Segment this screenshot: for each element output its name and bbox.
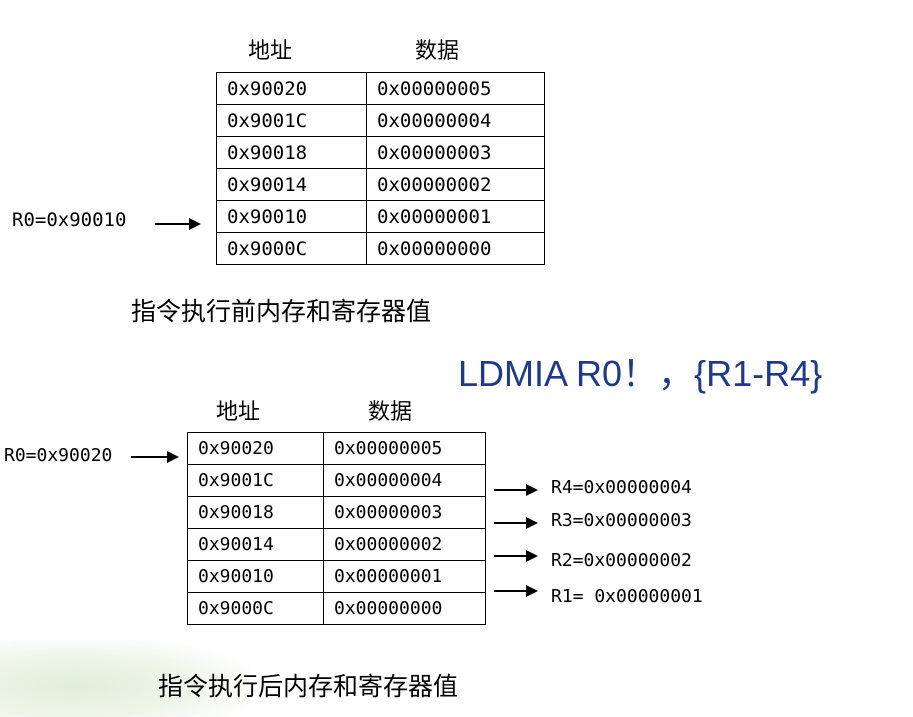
bottom-pointer-arrow — [131, 451, 179, 463]
addr-cell: 0x9001C — [216, 104, 367, 137]
data-cell: 0x00000001 — [323, 560, 486, 593]
addr-cell: 0x90020 — [216, 72, 367, 105]
top-addr-header: 地址 — [248, 39, 293, 64]
r1-arrow — [494, 585, 538, 597]
addr-cell: 0x9001C — [187, 464, 324, 497]
addr-cell: 0x90010 — [216, 200, 367, 233]
top-data-header: 数据 — [415, 39, 460, 64]
top-pointer-arrow — [155, 218, 201, 230]
r4-arrow — [494, 484, 538, 496]
data-cell: 0x00000003 — [366, 136, 545, 169]
bottom-pointer-label: R0=0x90020 — [4, 445, 113, 466]
r2-arrow — [494, 550, 538, 562]
bottom-addr-header: 地址 — [216, 400, 261, 425]
top-pointer-label: R0=0x90010 — [12, 209, 127, 231]
addr-cell: 0x90014 — [187, 528, 324, 561]
addr-cell: 0x9000C — [216, 232, 367, 265]
register-r2: R2=0x00000002 — [551, 550, 692, 571]
register-r3: R3=0x00000003 — [551, 510, 692, 531]
data-cell: 0x00000000 — [323, 592, 486, 625]
data-cell: 0x00000005 — [323, 432, 486, 465]
bottom-data-header: 数据 — [368, 400, 413, 425]
instruction-title: LDMIA R0！，{R1-R4} — [458, 353, 823, 394]
data-cell: 0x00000005 — [366, 72, 545, 105]
addr-cell: 0x90018 — [216, 136, 367, 169]
data-cell: 0x00000000 — [366, 232, 545, 265]
top-caption: 指令执行前内存和寄存器值 — [131, 297, 432, 326]
addr-cell: 0x90020 — [187, 432, 324, 465]
data-cell: 0x00000001 — [366, 200, 545, 233]
addr-cell: 0x90018 — [187, 496, 324, 529]
addr-cell: 0x90014 — [216, 168, 367, 201]
register-r1: R1= 0x00000001 — [551, 586, 703, 607]
data-cell: 0x00000003 — [323, 496, 486, 529]
addr-cell: 0x90010 — [187, 560, 324, 593]
bottom-caption: 指令执行后内存和寄存器值 — [158, 672, 459, 701]
data-cell: 0x00000002 — [323, 528, 486, 561]
data-cell: 0x00000004 — [323, 464, 486, 497]
register-r4: R4=0x00000004 — [551, 477, 692, 498]
data-cell: 0x00000002 — [366, 168, 545, 201]
data-cell: 0x00000004 — [366, 104, 545, 137]
addr-cell: 0x9000C — [187, 592, 324, 625]
background-decoration — [0, 640, 250, 717]
r3-arrow — [494, 517, 538, 529]
